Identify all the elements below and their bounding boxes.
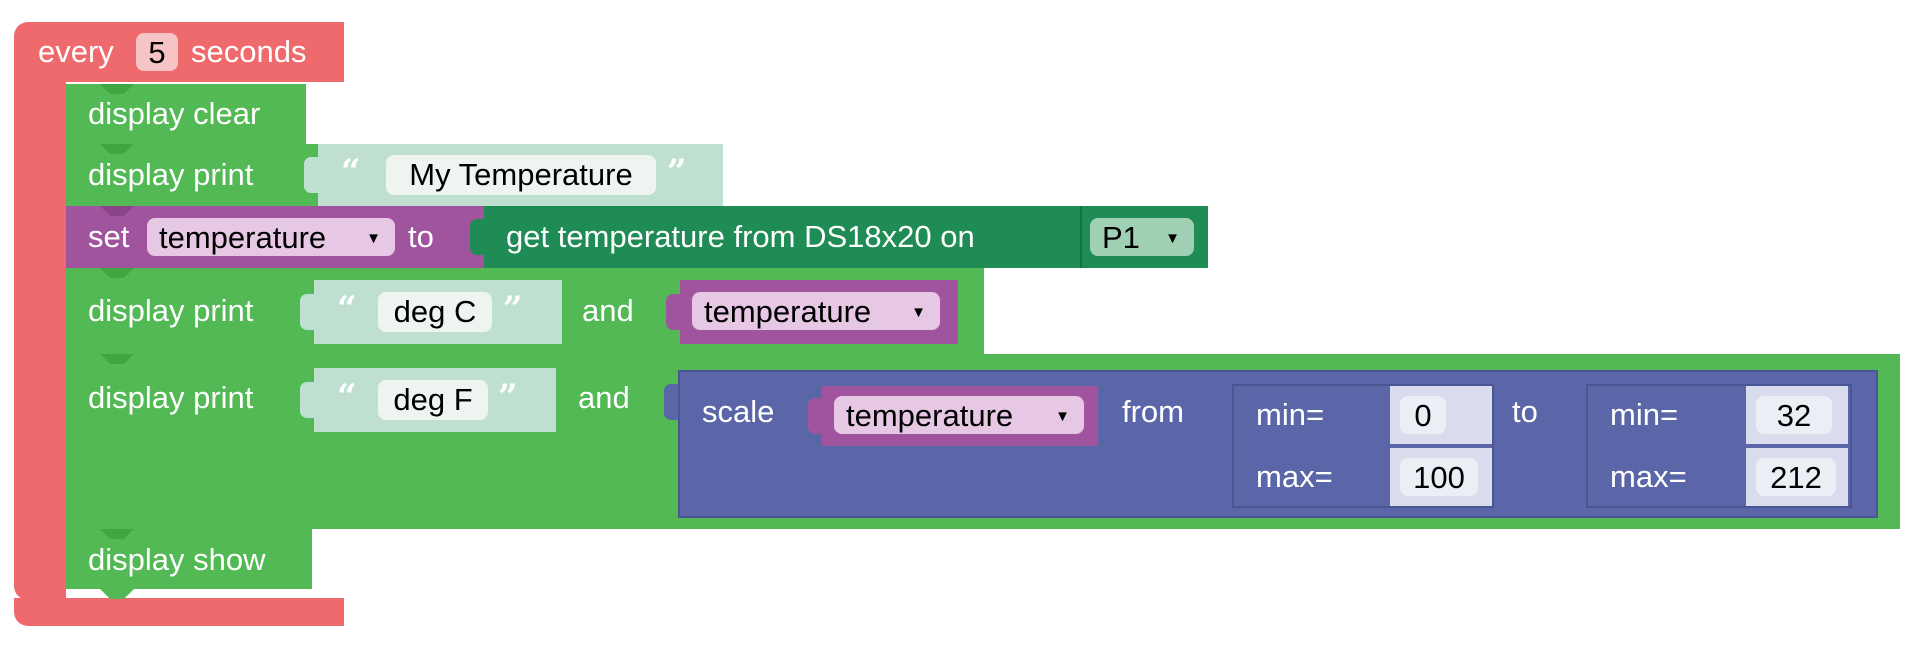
input-connector — [300, 382, 314, 418]
to-max-field[interactable]: 212 — [1756, 458, 1836, 496]
input-connector — [808, 398, 822, 434]
loop-seconds-label: seconds — [191, 34, 307, 69]
input-connector — [1218, 398, 1232, 434]
connector-notch — [100, 84, 134, 94]
connector-notch — [100, 144, 134, 154]
temperature-dropdown-1[interactable]: temperature — [692, 292, 940, 333]
display-print-label-1: display print — [88, 157, 254, 192]
close-quote-icon: ” — [667, 152, 687, 192]
loop-interval-field[interactable]: 5 — [136, 33, 178, 71]
scale-from-label: from — [1122, 394, 1184, 429]
connector-notch — [100, 206, 134, 216]
and-label-2: and — [578, 380, 630, 415]
from-max-label: max= — [1256, 459, 1333, 494]
from-min-field[interactable]: 0 — [1400, 396, 1446, 434]
close-quote-icon: ” — [498, 377, 518, 417]
open-quote-icon: “ — [341, 152, 361, 192]
to-max-label: max= — [1610, 459, 1687, 494]
display-show-block[interactable] — [66, 529, 312, 589]
text-field-my-temperature[interactable]: My Temperature — [386, 155, 656, 195]
and-label-1: and — [582, 293, 634, 328]
input-connector — [664, 384, 678, 420]
open-quote-icon: “ — [337, 377, 357, 417]
from-min-label: min= — [1256, 397, 1325, 432]
input-connector — [300, 294, 314, 330]
text-field-deg-f[interactable]: deg F — [378, 380, 488, 420]
input-connector — [666, 294, 680, 330]
scale-label: scale — [702, 394, 775, 429]
display-print-label-2: display print — [88, 293, 254, 328]
connector-notch — [100, 589, 134, 599]
input-connector — [304, 157, 318, 193]
display-clear-block[interactable] — [66, 84, 306, 144]
set-label: set — [88, 219, 130, 254]
connector-notch — [100, 354, 134, 364]
display-print-label-3: display print — [88, 380, 254, 415]
text-field-deg-c[interactable]: deg C — [378, 292, 492, 332]
temperature-dropdown-2[interactable]: temperature — [834, 396, 1084, 437]
to-min-label: min= — [1610, 397, 1679, 432]
close-quote-icon: ” — [503, 289, 523, 329]
loop-every-label: every — [38, 34, 114, 69]
connector-notch — [100, 268, 134, 278]
from-max-field[interactable]: 100 — [1400, 458, 1478, 496]
set-to-label: to — [408, 219, 434, 254]
connector-notch — [100, 529, 134, 539]
to-min-field[interactable]: 32 — [1756, 396, 1832, 434]
input-connector — [470, 219, 484, 255]
loop-left-arm — [14, 80, 66, 600]
get-temperature-label: get temperature from DS18x20 on — [506, 219, 975, 254]
loop-bottom-bar — [14, 598, 344, 626]
display-clear-label: display clear — [88, 96, 261, 131]
display-show-label: display show — [88, 542, 266, 577]
open-quote-icon: “ — [337, 289, 357, 329]
scale-to-label: to — [1512, 394, 1538, 429]
input-connector — [1572, 398, 1586, 434]
every-loop-block[interactable] — [14, 22, 344, 82]
set-variable-dropdown[interactable]: temperature — [147, 218, 395, 259]
pin-dropdown[interactable]: P1 — [1090, 218, 1194, 259]
